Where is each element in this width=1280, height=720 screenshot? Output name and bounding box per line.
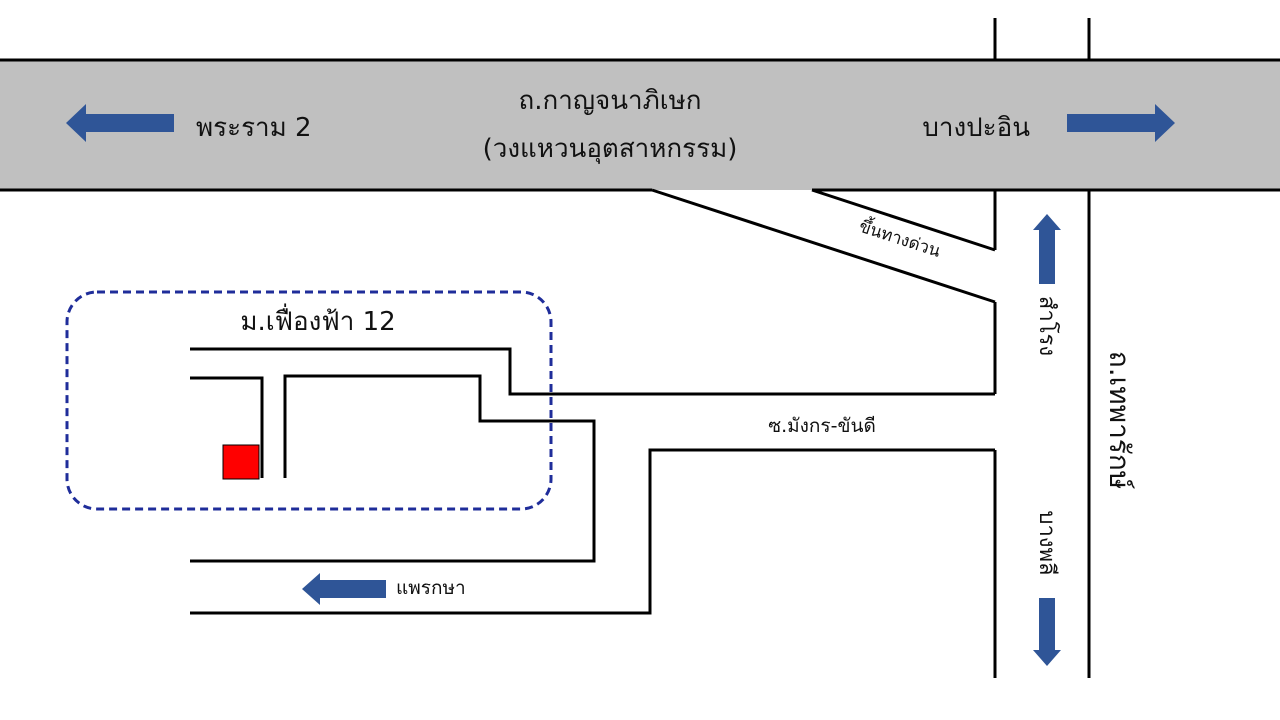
village-boundary [65,290,553,511]
side-road-south-label: บางพลี [1034,510,1059,575]
road-west-label: แพรกษา [396,577,466,599]
village-road-inner-left [190,376,264,478]
village-label: ม.เฟื่องฟ้า 12 [240,303,395,337]
arrow-down-icon [1033,598,1061,666]
side-road-north-label: สำโรง [1034,296,1060,356]
village-road-inner-right [190,374,596,563]
west-destination-label: พระราม 2 [196,113,312,143]
expressway-ramp-upper [811,188,996,252]
east-destination-label: บางปะอิน [922,113,1030,143]
highway-name-line1: ถ.กาญจนาภิเษก [518,86,701,116]
expressway-ramp-lower [651,188,996,304]
destination-marker [222,444,260,480]
highway-band [0,60,1280,190]
arrow-right-icon [1067,104,1175,142]
arrow-up-icon [1033,214,1061,284]
main-road-label: ถ.เทพารักษ์ [1103,351,1136,490]
arrow-left-icon [302,573,386,605]
village-road-north [190,347,995,396]
arrow-left-icon [66,104,174,142]
soi-road-south [190,448,995,615]
soi-label: ซ.มังกร-ขันดี [768,415,876,437]
highway-name-line2: (วงแหวนอุตสาหกรรม) [483,134,738,164]
ramp-label: ขึ้นทางด่วน [856,214,944,262]
